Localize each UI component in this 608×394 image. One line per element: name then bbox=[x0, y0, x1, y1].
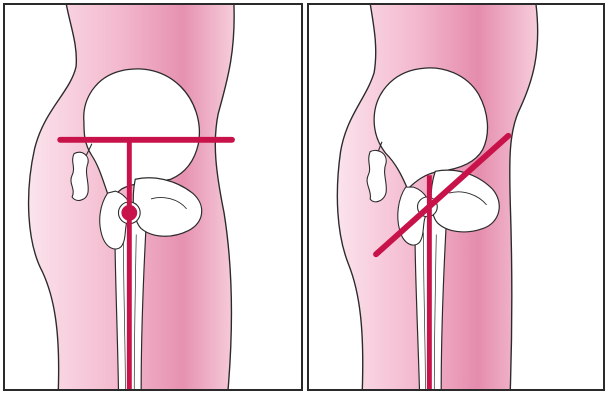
right-diagram-panel bbox=[307, 3, 605, 391]
left-diagram-panel bbox=[3, 3, 303, 391]
hip-joint-dot bbox=[121, 205, 137, 221]
left-hip-illustration bbox=[5, 5, 301, 389]
right-hip-illustration bbox=[309, 5, 603, 389]
